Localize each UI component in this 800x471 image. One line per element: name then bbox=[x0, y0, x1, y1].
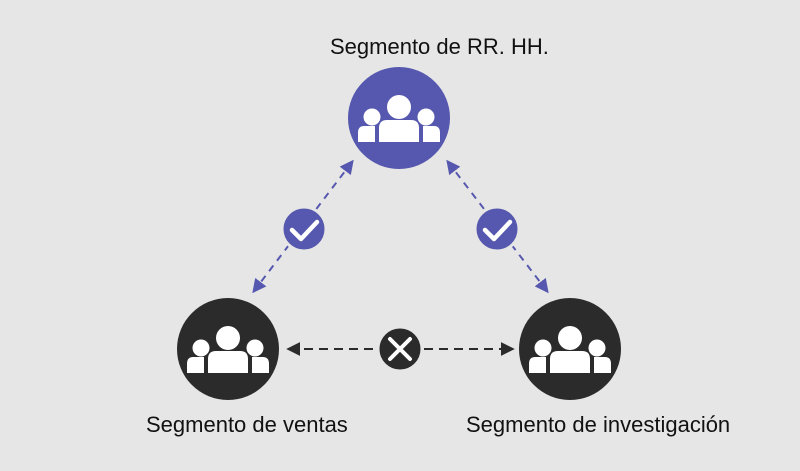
check-icon bbox=[280, 205, 328, 253]
node-research bbox=[519, 298, 621, 400]
node-label-research: Segmento de investigación bbox=[466, 412, 731, 437]
node-hr bbox=[348, 67, 450, 169]
node-sales bbox=[177, 298, 279, 400]
cross-icon bbox=[376, 325, 424, 373]
node-label-sales: Segmento de ventas bbox=[146, 412, 348, 437]
check-icon bbox=[473, 205, 521, 253]
node-label-hr: Segmento de RR. HH. bbox=[330, 34, 549, 59]
